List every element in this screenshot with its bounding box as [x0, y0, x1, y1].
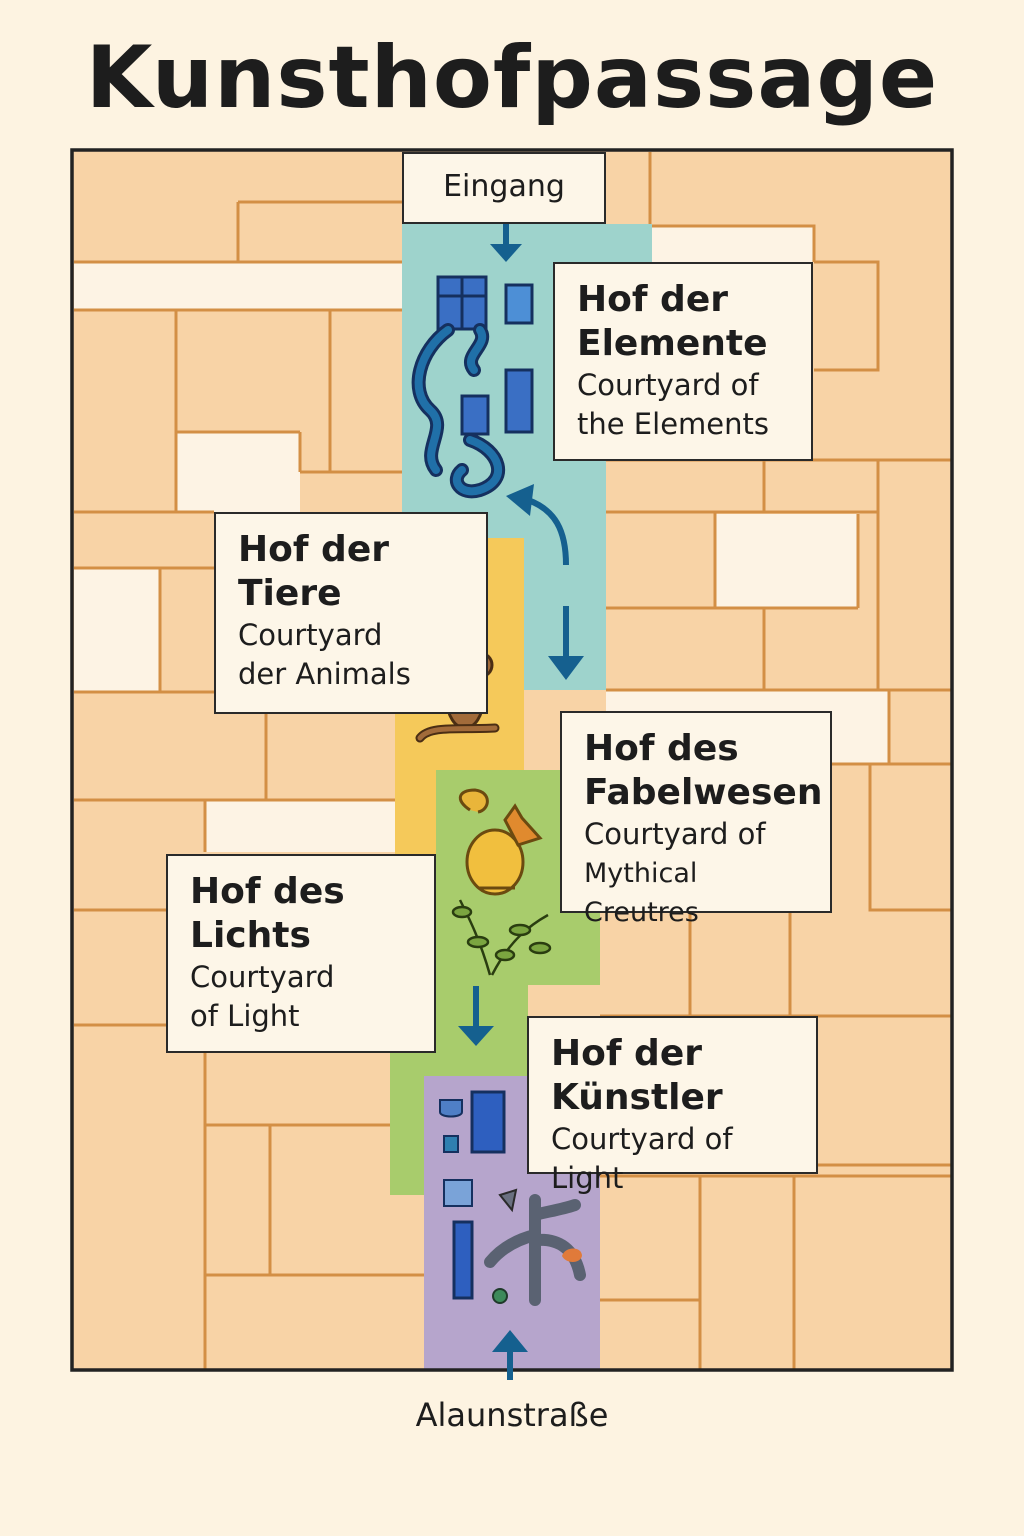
sculpture-icon	[439, 1090, 586, 1306]
entrance-label: Eingang	[402, 152, 606, 224]
courtyard-name-de: Hof des	[584, 728, 739, 769]
courtyard-name-de: Fabelwesen	[584, 772, 823, 813]
courtyard-label-animals: Hof der Tiere Courtyard der Animals	[214, 512, 488, 714]
open-areas	[74, 226, 889, 852]
arrow-down-icon	[548, 606, 584, 680]
courtyard-name-de: Hof der	[577, 279, 728, 320]
page-title: Kunsthofpassage	[85, 28, 939, 128]
courtyard-name-en: the Elements	[577, 407, 769, 441]
curved-arrow-icon	[506, 484, 569, 566]
courtyard-mythical-zone	[390, 770, 600, 1052]
courtyard-name-en: Courtyard of	[577, 368, 759, 402]
courtyard-label-elements: Hof der Elemente Courtyard of the Elemen…	[553, 262, 813, 461]
courtyard-label-mythical: Hof des Fabelwesen Courtyard of Mythical…	[560, 711, 832, 928]
arrow-down-icon	[490, 222, 522, 262]
courtyard-name-de: Elemente	[577, 323, 768, 364]
courtyard-name-de: Tiere	[238, 573, 342, 614]
courtyard-name-en: of Light	[190, 999, 300, 1033]
arrow-up-icon	[492, 1330, 528, 1380]
courtyard-name-en: Courtyard	[238, 618, 383, 652]
courtyard-label-light: Hof des Lichts Courtyard of Light	[166, 854, 436, 1053]
building-outlines	[74, 152, 952, 1370]
courtyard-name-en: Mythical Creutres	[584, 858, 699, 928]
street-label: Alaunstraße	[415, 1396, 609, 1434]
courtyard-name-en: Courtyard of	[584, 817, 766, 851]
fox-icon	[459, 788, 543, 896]
courtyard-name-de: Hof der	[551, 1033, 702, 1074]
courtyard-name-de: Künstler	[551, 1077, 723, 1118]
courtyard-name-de: Hof der	[238, 529, 389, 570]
vine-icon	[451, 899, 552, 976]
courtyard-label-artists: Hof der Künstler Courtyard of Light	[527, 1016, 818, 1195]
courtyard-light-zone	[390, 1018, 528, 1195]
courtyard-name-de: Hof des	[190, 871, 345, 912]
courtyard-name-en: Courtyard	[190, 960, 335, 994]
courtyard-name-en: Courtyard of Light	[551, 1122, 733, 1195]
courtyard-name-en: der Animals	[238, 657, 411, 691]
water-pipes-artwork	[411, 275, 534, 499]
arrow-down-icon	[458, 986, 494, 1046]
courtyard-name-de: Lichts	[190, 915, 311, 956]
